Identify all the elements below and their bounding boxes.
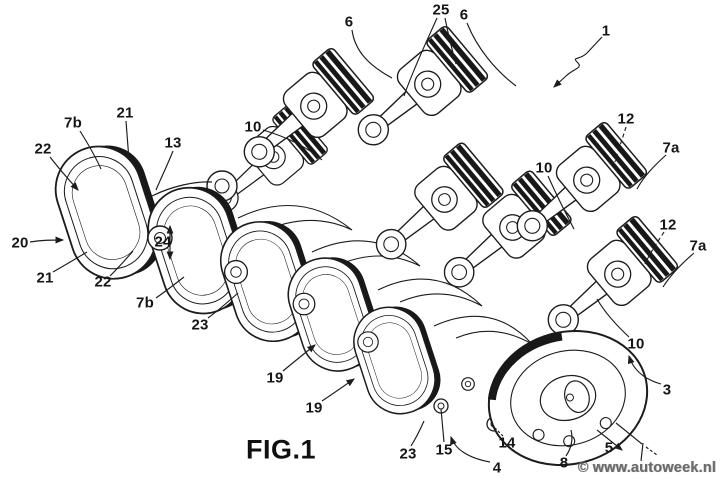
ref-label-12: 12 <box>659 216 677 234</box>
ref-label-7a: 7a <box>689 237 707 255</box>
ref-label-21: 21 <box>36 269 54 287</box>
ref-label-12: 12 <box>617 110 635 128</box>
ref-label-4: 4 <box>492 459 502 477</box>
ref-label-7b: 7b <box>136 294 154 312</box>
ref-label-22: 22 <box>34 140 52 158</box>
ref-label-19: 19 <box>305 399 323 417</box>
ref-label-10: 10 <box>627 335 645 353</box>
ref-label-5: 5 <box>604 439 614 457</box>
figure-caption: FIG.1 <box>245 434 317 465</box>
ref-label-7b: 7b <box>64 114 82 132</box>
ref-label-10: 10 <box>535 159 553 177</box>
ref-label-1: 1 <box>601 22 611 40</box>
ref-label-15: 15 <box>435 441 453 459</box>
ref-label-25: 25 <box>432 1 450 19</box>
ref-label-10: 10 <box>244 118 262 136</box>
crank-throws <box>237 204 533 345</box>
ref-label-19: 19 <box>266 369 284 387</box>
ref-label-3: 3 <box>662 381 672 399</box>
ref-label-23: 23 <box>399 445 417 463</box>
ref-label-20: 20 <box>11 234 29 252</box>
ref-label-22: 22 <box>94 273 112 291</box>
watermark-text: © www.autoweek.nl <box>577 459 716 476</box>
ref-label-14: 14 <box>498 434 516 452</box>
ref-label-6: 6 <box>459 6 469 24</box>
ref-label-7a: 7a <box>662 139 680 157</box>
ref-label-24: 24 <box>154 233 172 251</box>
ref-label-13: 13 <box>164 134 182 152</box>
ref-label-21: 21 <box>116 104 134 122</box>
ref-label-8: 8 <box>559 454 569 472</box>
crankshaft <box>43 132 450 424</box>
ref-label-23: 23 <box>191 316 209 334</box>
ref-label-6: 6 <box>344 13 354 31</box>
leader-lines <box>29 17 695 463</box>
